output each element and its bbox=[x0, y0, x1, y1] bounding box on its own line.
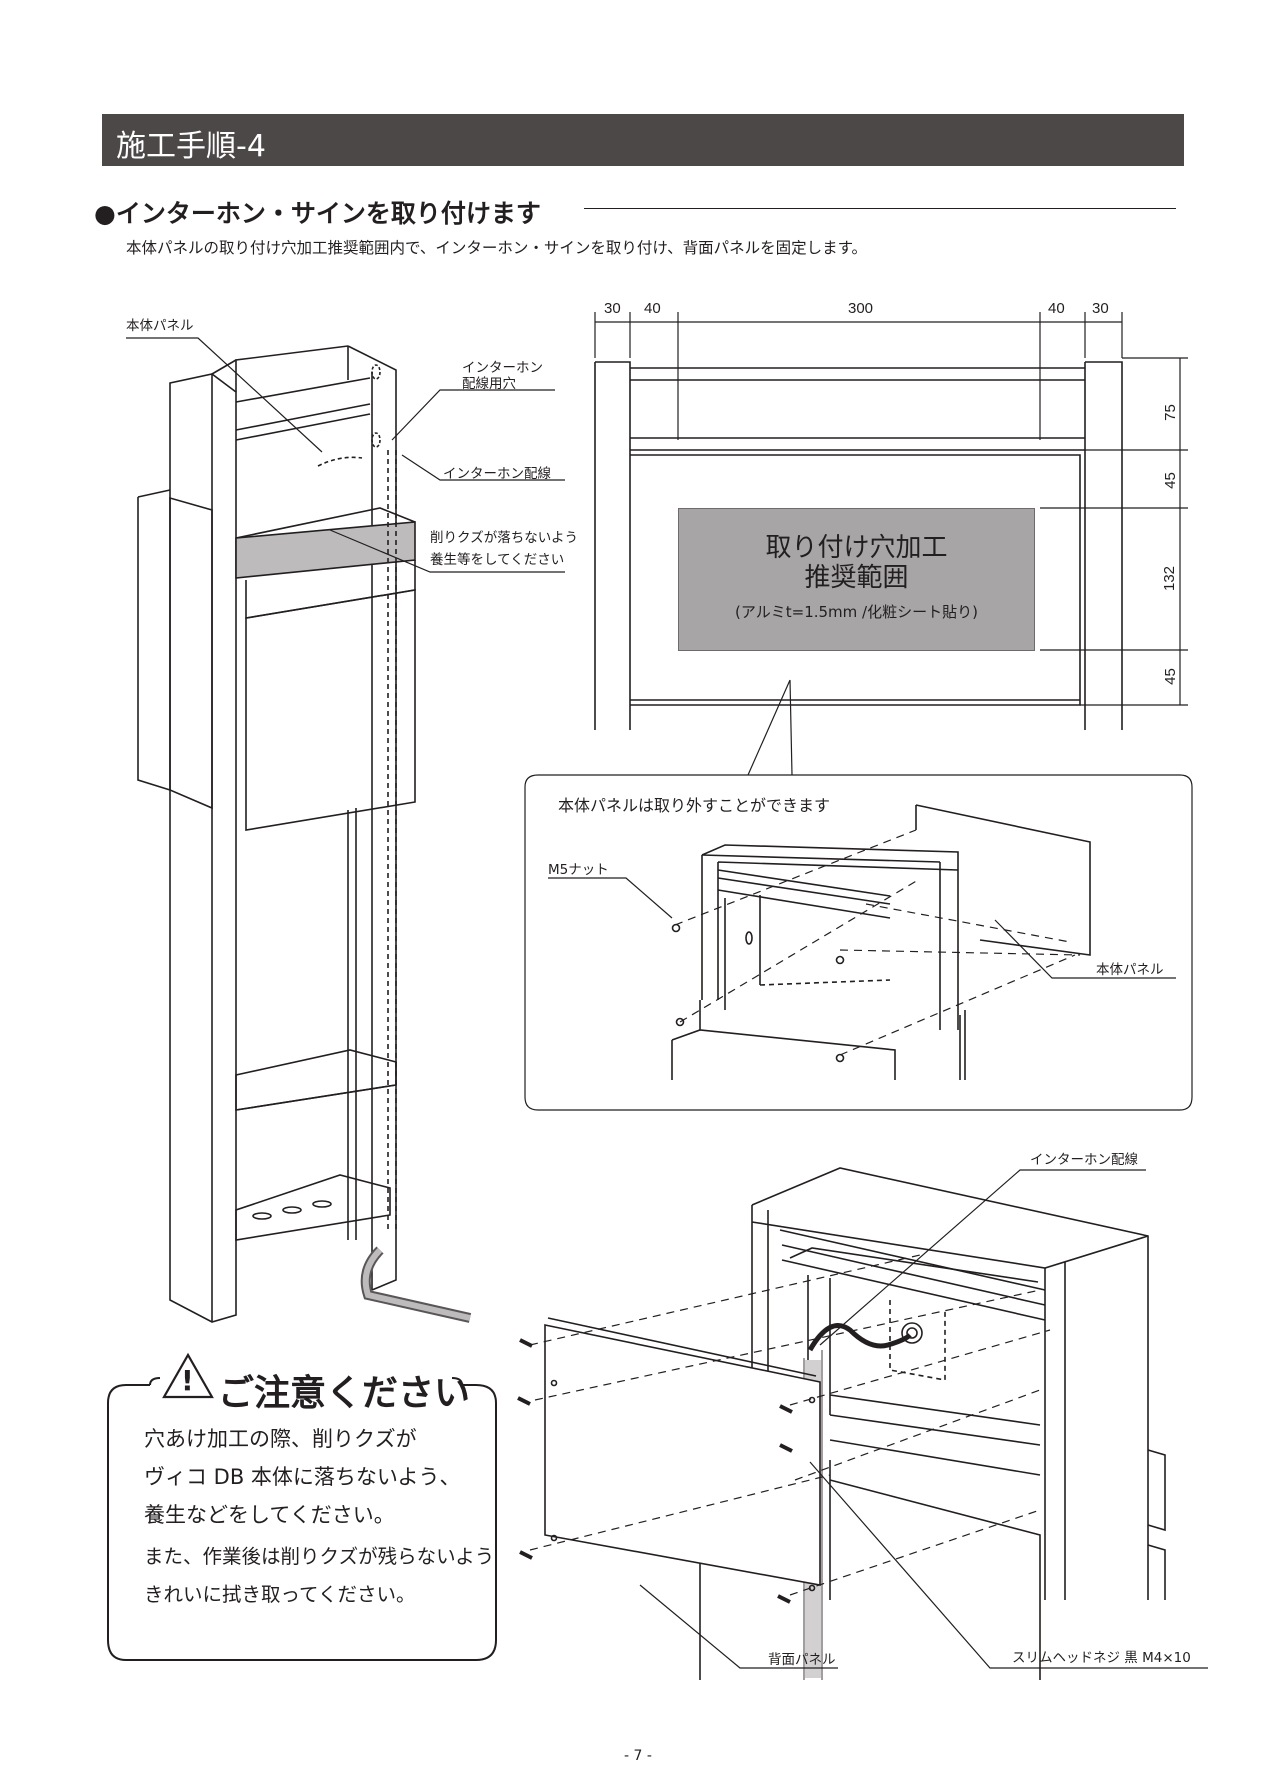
post-unit-drawing bbox=[126, 337, 565, 1323]
caution-line-4: また、作業後は削りクズが残らないよう bbox=[144, 1545, 495, 1568]
label-intercom-hole-1: インターホン bbox=[462, 360, 543, 376]
caution-line-1: 穴あけ加工の際、削りクズが bbox=[144, 1427, 417, 1451]
label-callout-panel: 本体パネル bbox=[1096, 962, 1164, 978]
step-heading: ●インターホン・サインを取り付けます bbox=[94, 199, 541, 228]
dimension-drawing bbox=[594, 312, 1188, 776]
label-m5-nut: M5ナット bbox=[548, 862, 609, 878]
dim-top-4: 40 bbox=[1048, 300, 1065, 317]
caution-box bbox=[107, 1352, 497, 1661]
dim-side-1: 75 bbox=[1161, 404, 1179, 421]
label-screw: スリムヘッドネジ 黒 M4×10 bbox=[1012, 1650, 1191, 1666]
label-protect-1: 削りクズが落ちないよう bbox=[430, 530, 578, 546]
dim-side-2: 45 bbox=[1161, 472, 1179, 489]
page-number: - 7 - bbox=[624, 1748, 652, 1764]
exclamation-icon: ! bbox=[181, 1364, 194, 1397]
caution-line-5: きれいに拭き取ってください。 bbox=[144, 1583, 416, 1606]
dim-side-3: 132 bbox=[1161, 565, 1179, 592]
caution-line-3: 養生などをしてください。 bbox=[144, 1503, 395, 1527]
caution-title: ご注意ください bbox=[218, 1373, 471, 1414]
lead-text: 本体パネルの取り付け穴加工推奨範囲内で、インターホン・サインを取り付け、背面パネ… bbox=[126, 239, 868, 257]
dim-top-5: 30 bbox=[1092, 300, 1109, 317]
area-note: (アルミt=1.5mm /化粧シート貼り) bbox=[735, 603, 978, 621]
dim-top-2: 40 bbox=[644, 300, 661, 317]
rear-assembly-drawing bbox=[517, 1167, 1208, 1680]
label-intercom-wire: インターホン配線 bbox=[443, 466, 551, 482]
section-title: 施工手順-4 bbox=[116, 129, 266, 164]
section-title-bar: 施工手順-4 bbox=[102, 114, 1184, 166]
label-bottom-wire: インターホン配線 bbox=[1030, 1152, 1138, 1168]
dim-side-4: 45 bbox=[1161, 668, 1179, 685]
area-title-1: 取り付け穴加工 bbox=[765, 533, 948, 563]
dim-top-1: 30 bbox=[604, 300, 621, 317]
caution-line-2: ヴィコ DB 本体に落ちないよう、 bbox=[144, 1465, 461, 1489]
dim-top-3: 300 bbox=[848, 300, 874, 317]
heading-rule bbox=[584, 208, 1176, 209]
label-intercom-hole-2: 配線用穴 bbox=[462, 376, 516, 392]
callout-box bbox=[524, 774, 1193, 1111]
label-back-panel: 背面パネル bbox=[768, 1652, 836, 1668]
recommended-hole-area: 取り付け穴加工 推奨範囲 (アルミt=1.5mm /化粧シート貼り) bbox=[678, 508, 1035, 651]
area-title-2: 推奨範囲 bbox=[804, 563, 909, 593]
callout-title: 本体パネルは取り外すことができます bbox=[558, 796, 831, 815]
label-main-panel: 本体パネル bbox=[126, 318, 194, 334]
label-protect-2: 養生等をしてください bbox=[430, 552, 565, 568]
